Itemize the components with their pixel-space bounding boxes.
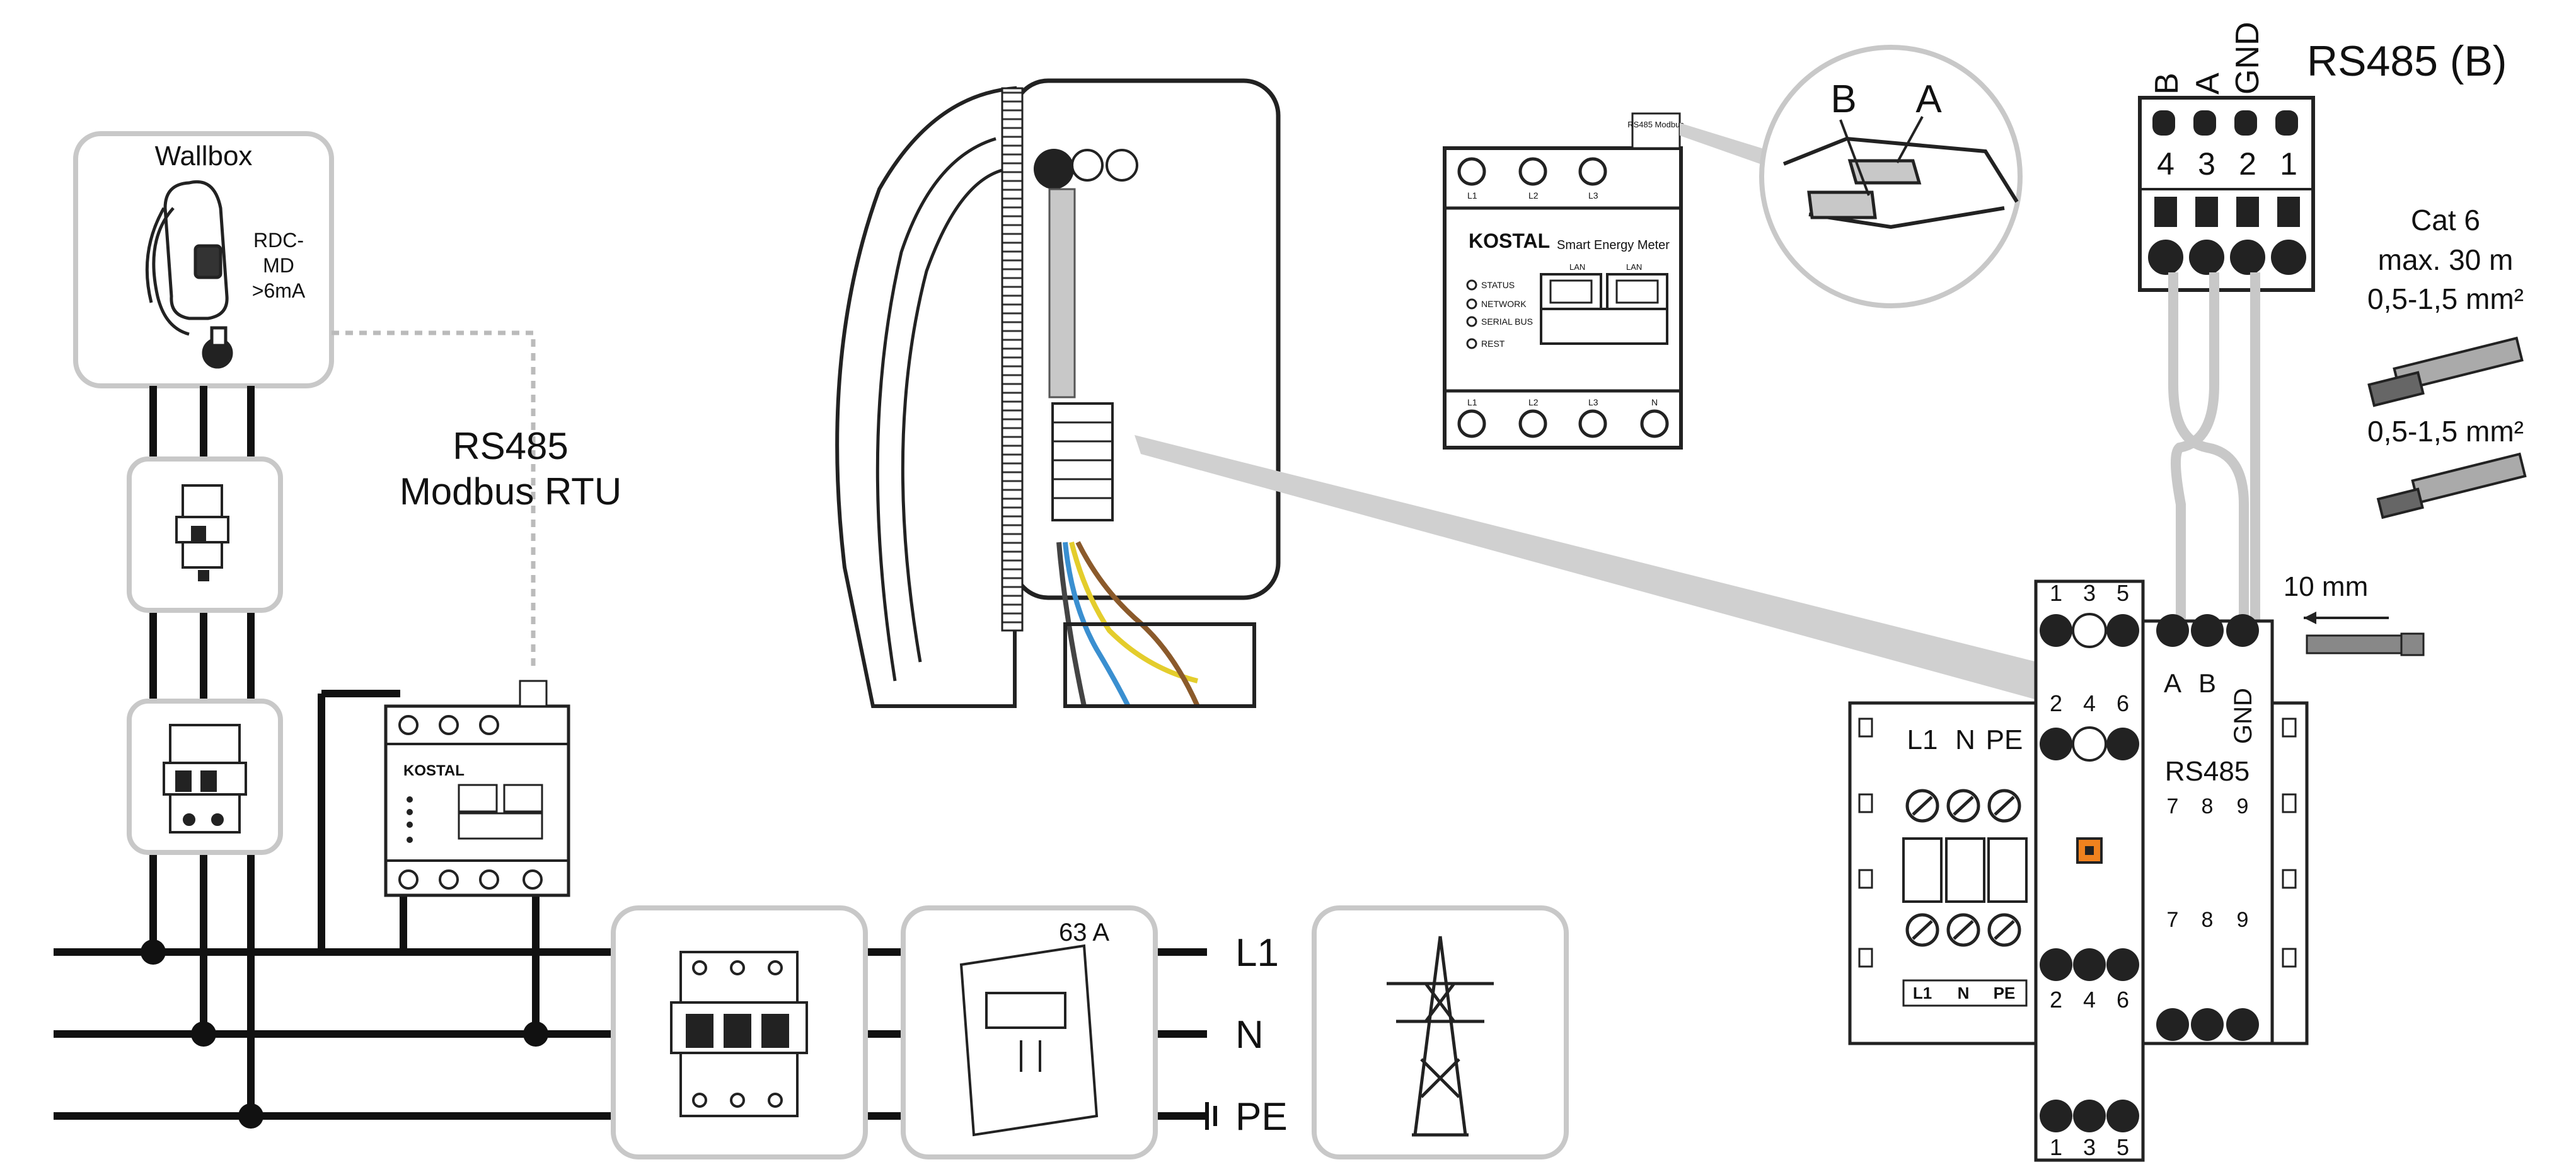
- term-row2-4: 4: [2083, 690, 2096, 716]
- zoom-label-b: B: [1830, 78, 1856, 121]
- smart-meter-small: KOSTAL: [384, 680, 570, 897]
- power-label-n: N: [1955, 724, 1975, 755]
- line-l1-label: L1: [1235, 931, 1279, 975]
- rs-section-title: RS485: [2165, 756, 2250, 787]
- power-small-n: N: [1958, 984, 1970, 1002]
- led-serialbus-label: SERIAL BUS: [1481, 317, 1533, 327]
- cable-spec: Cat 6 max. 30 m 0,5-1,5 mm² 0,5-1,5 mm² …: [2284, 204, 2527, 656]
- term-bottom-4: 4: [2083, 987, 2096, 1013]
- rcd-label-3: >6mA: [252, 279, 306, 302]
- power-small-pe: PE: [1994, 984, 2016, 1002]
- breaker-rcbo-panel: [127, 699, 283, 855]
- large-meter-model: Smart Energy Meter: [1557, 238, 1670, 252]
- power-small-l1: L1: [1913, 984, 1932, 1002]
- term-last-5: 5: [2117, 1134, 2129, 1160]
- pin-number-1: 1: [2280, 146, 2297, 182]
- large-meter-top-l1: L1: [1467, 190, 1477, 200]
- cable-gauge-2: 0,5-1,5 mm²: [2367, 415, 2524, 448]
- three-pole-breaker-icon: [670, 951, 808, 1117]
- connector-title: RS485 (B): [2307, 37, 2507, 85]
- power-label-l1: L1: [1907, 724, 1938, 755]
- rs-label-b: B: [2198, 668, 2216, 698]
- mcb-icon: [175, 484, 229, 581]
- term-top-1: 1: [2050, 580, 2062, 606]
- large-meter-bottom-l3: L3: [1588, 397, 1598, 407]
- term-bottom-6: 6: [2117, 987, 2129, 1013]
- rcd-label-2: MD: [263, 254, 294, 277]
- rcd-label-1: RDC-: [253, 229, 304, 252]
- pylon-icon: [1387, 936, 1494, 1137]
- connector-pin-labels: B A GND: [2149, 21, 2266, 95]
- small-meter-brand: KOSTAL: [403, 762, 465, 779]
- strip-length: 10 mm: [2284, 571, 2368, 602]
- zoom-label-a: A: [1915, 78, 1942, 121]
- cable-gauge-1: 0,5-1,5 mm²: [2367, 282, 2524, 315]
- rs-label-a: A: [2164, 668, 2181, 698]
- twisted-pair-wires: [2168, 272, 2260, 621]
- utility-meter-icon: [959, 944, 1099, 1137]
- rcbo-icon: [163, 724, 247, 834]
- cable-length: max. 30 m: [2378, 243, 2514, 276]
- pin-number-4: 4: [2157, 146, 2175, 182]
- grid-labels: L1 N PE: [1205, 931, 1288, 1139]
- link-label-2: Modbus RTU: [400, 470, 621, 513]
- pin-a-label: A: [2190, 73, 2226, 95]
- lan-label-2: LAN: [1626, 262, 1642, 272]
- pin-number-2: 2: [2239, 146, 2256, 182]
- term-row2-6: 6: [2117, 690, 2129, 716]
- rs485-dashed-link: [332, 330, 536, 671]
- wallbox-icon: [145, 180, 233, 369]
- large-meter-bottom-l2: L2: [1528, 397, 1539, 407]
- stripped-wire-icon: [2376, 452, 2527, 520]
- large-meter-top-l3: L3: [1588, 190, 1598, 200]
- ferrule-wire-icon: [2367, 336, 2524, 407]
- led-rest-label: REST: [1481, 339, 1505, 349]
- rs-label-gnd: GND: [2229, 688, 2257, 744]
- term-row2-2: 2: [2050, 690, 2062, 716]
- term-last-1: 1: [2050, 1134, 2062, 1160]
- term-bottom-2: 2: [2050, 987, 2062, 1013]
- main-breaker-panel: [611, 905, 868, 1159]
- rs-num2-7: 7: [2167, 908, 2179, 932]
- large-meter-top-l2: L2: [1528, 190, 1539, 200]
- power-pylon-panel: [1312, 905, 1569, 1159]
- junction-dots: [141, 939, 548, 1129]
- zoom-beam-terminal: [1135, 435, 2037, 700]
- grid-meter-panel: 63 A: [901, 905, 1158, 1159]
- wallbox-interior-illustration: [835, 78, 1281, 708]
- wallbox-title: Wallbox: [155, 141, 253, 171]
- pin-b-label: B: [2149, 73, 2185, 95]
- large-meter-bottom-l1: L1: [1467, 397, 1477, 407]
- link-label-1: RS485: [453, 425, 568, 467]
- pin-gnd-label: GND: [2229, 21, 2266, 95]
- large-meter-brand: KOSTAL: [1469, 229, 1550, 252]
- line-pe-label: PE: [1235, 1095, 1288, 1139]
- breaker-mcb-panel: [127, 456, 283, 613]
- wallbox-panel: Wallbox RDC- MD >6mA: [73, 131, 334, 388]
- term-last-3: 3: [2083, 1134, 2096, 1160]
- term-top-5: 5: [2117, 580, 2129, 606]
- meter-rs485-tag: RS485 Modbus: [1627, 120, 1684, 129]
- rs485-connector-plug: 4 3 2 1: [2138, 96, 2315, 292]
- power-label-pe: PE: [1986, 724, 2023, 755]
- led-status-label: STATUS: [1481, 280, 1515, 290]
- rs-num-9: 9: [2237, 794, 2249, 818]
- fuse-rating: 63 A: [1059, 919, 1109, 946]
- rs-num-7: 7: [2167, 794, 2179, 818]
- rs-num2-9: 9: [2237, 908, 2249, 932]
- large-meter-bottom-n: N: [1651, 397, 1658, 407]
- cable-type: Cat 6: [2411, 204, 2480, 236]
- smart-meter-large: RS485 Modbus L1 L2 L3 L1 L2 L3 N KOSTAL …: [1443, 112, 1684, 450]
- lan-label-1: LAN: [1569, 262, 1585, 272]
- line-n-label: N: [1235, 1013, 1264, 1057]
- terminal-block: 1 3 5 2 4 6 A B GND RS485 7 8 9 7 8: [1848, 579, 2309, 1162]
- led-network-label: NETWORK: [1481, 299, 1527, 309]
- rs-num2-8: 8: [2202, 908, 2214, 932]
- rs-num-8: 8: [2202, 794, 2214, 818]
- pin-number-3: 3: [2198, 146, 2215, 182]
- term-top-3: 3: [2083, 580, 2096, 606]
- zoom-circle: B A: [1759, 45, 2023, 308]
